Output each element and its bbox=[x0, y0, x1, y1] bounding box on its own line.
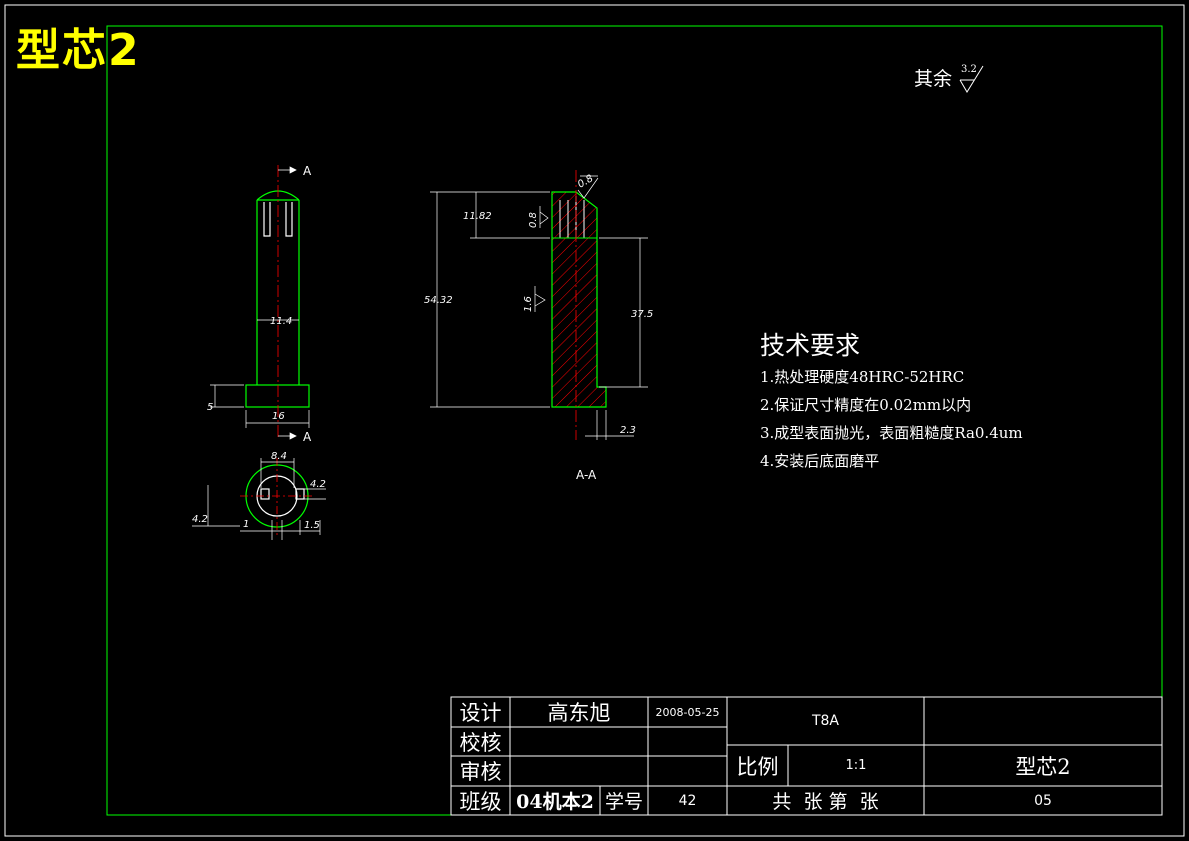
dim-11-82: 11.82 bbox=[463, 211, 492, 222]
section-view bbox=[551, 170, 607, 440]
review-label: 审核 bbox=[459, 760, 502, 784]
class-value: 04机本2 bbox=[516, 791, 594, 813]
design-date: 2008-05-25 bbox=[655, 705, 720, 719]
section-dimensions bbox=[430, 175, 648, 440]
design-label: 设计 bbox=[459, 701, 502, 725]
section-mark-bottom: A bbox=[303, 430, 312, 444]
roughness-symbol bbox=[959, 65, 984, 93]
dim-8-4: 8.4 bbox=[271, 451, 287, 462]
drawing-title: 型芯2 bbox=[16, 25, 141, 76]
student-no: 42 bbox=[678, 792, 697, 809]
requirements-title: 技术要求 bbox=[760, 331, 861, 360]
requirement-item: 1.热处理硬度48HRC-52HRC bbox=[760, 368, 965, 386]
material: T8A bbox=[811, 713, 840, 729]
requirement-item: 3.成型表面抛光，表面粗糙度Ra0.4um bbox=[760, 424, 1023, 442]
class-label: 班级 bbox=[459, 789, 502, 814]
outer-frame bbox=[4, 4, 1185, 837]
section-mark-top: A bbox=[303, 164, 312, 178]
top-view-centerlines bbox=[240, 458, 314, 535]
front-dimensions bbox=[210, 166, 310, 440]
dim-4-2-right: 4.2 bbox=[310, 479, 326, 490]
dim-54-32: 54.32 bbox=[424, 295, 453, 306]
dim-1-5: 1.5 bbox=[304, 520, 320, 531]
front-view bbox=[245, 190, 310, 408]
roughness-0-8-side: 0.8 bbox=[528, 212, 539, 228]
dim-11-4: 11.4 bbox=[270, 316, 292, 327]
requirement-item: 4.安装后底面磨平 bbox=[760, 452, 880, 470]
dim-5: 5 bbox=[207, 402, 213, 413]
part-name: 型芯2 bbox=[1015, 754, 1071, 779]
drawing-number: 05 bbox=[1034, 792, 1052, 809]
title-block-grid bbox=[450, 696, 1163, 816]
scale-label: 比例 bbox=[736, 754, 779, 779]
surface-note-label: 其余 bbox=[914, 68, 953, 90]
sheet-count: 共 张 第 张 bbox=[772, 791, 879, 813]
surface-note-roughness: 3.2 bbox=[961, 64, 977, 75]
requirement-item: 2.保证尺寸精度在0.02mm以内 bbox=[760, 396, 972, 414]
check-label: 校核 bbox=[459, 730, 502, 755]
designer-name: 高东旭 bbox=[547, 701, 611, 725]
student-no-label: 学号 bbox=[604, 791, 643, 813]
dim-16: 16 bbox=[272, 411, 285, 422]
dim-1: 1 bbox=[243, 519, 249, 530]
scale-value: 1:1 bbox=[845, 758, 867, 773]
dim-37-5: 37.5 bbox=[631, 309, 653, 320]
section-label: A-A bbox=[576, 468, 597, 482]
roughness-1-6: 1.6 bbox=[523, 296, 534, 312]
dim-4-2-left: 4.2 bbox=[192, 514, 208, 525]
dim-2-3: 2.3 bbox=[620, 425, 636, 436]
top-view-dimensions bbox=[192, 458, 326, 540]
